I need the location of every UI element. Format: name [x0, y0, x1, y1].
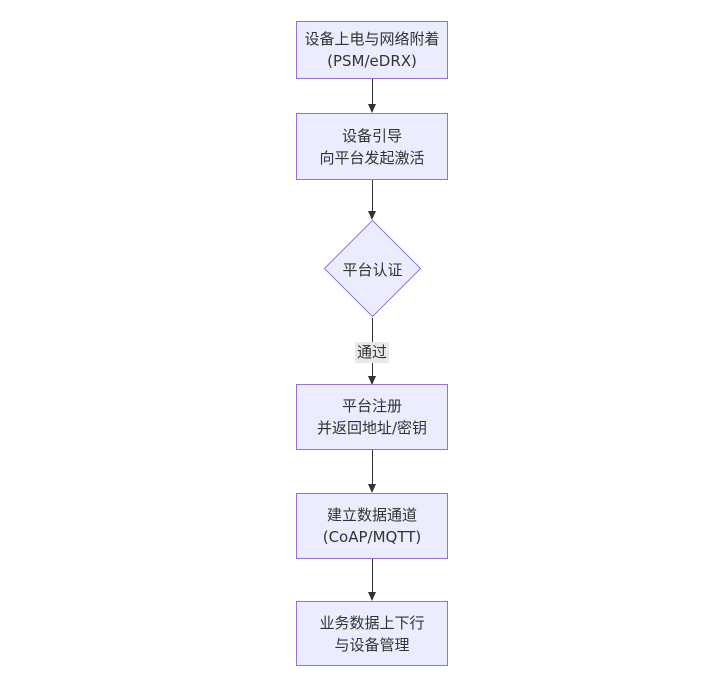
node-label-line: 建立数据通道 — [326, 506, 417, 524]
node-platform-register: 平台注册 并返回地址/密钥 — [296, 384, 448, 450]
arrow-down-icon — [368, 484, 376, 493]
edge-line — [372, 450, 373, 484]
node-label-line: (PSM/eDRX) — [327, 52, 417, 70]
node-label-line: 设备引导 — [341, 126, 402, 145]
node-label-line: 平台认证 — [342, 260, 403, 279]
edge-label-pass: 通过 — [354, 342, 390, 363]
edge-line — [372, 180, 373, 211]
node-device-bootstrap: 设备引导 向平台发起激活 — [296, 113, 448, 180]
node-label-line: 并返回地址/密钥 — [316, 419, 428, 437]
node-label-line: 平台注册 — [341, 397, 402, 415]
arrow-down-icon — [368, 376, 376, 385]
node-label-line: 与设备管理 — [334, 635, 410, 654]
node-business-data: 业务数据上下行 与设备管理 — [296, 601, 448, 666]
arrow-down-icon — [368, 592, 376, 601]
node-label-line: 向平台发起激活 — [319, 148, 425, 167]
node-label-line: 设备上电与网络附着 — [304, 30, 440, 48]
arrow-down-icon — [368, 211, 376, 220]
decision-platform-auth: 平台认证 — [322, 219, 423, 318]
node-data-channel: 建立数据通道 (CoAP/MQTT) — [296, 493, 448, 559]
arrow-down-icon — [368, 104, 376, 113]
node-label-line: 业务数据上下行 — [319, 613, 425, 632]
edge-line — [372, 559, 373, 592]
node-label-line: (CoAP/MQTT) — [322, 528, 422, 546]
edge-line — [372, 79, 373, 104]
node-power-network-attach: 设备上电与网络附着 (PSM/eDRX) — [296, 21, 448, 79]
